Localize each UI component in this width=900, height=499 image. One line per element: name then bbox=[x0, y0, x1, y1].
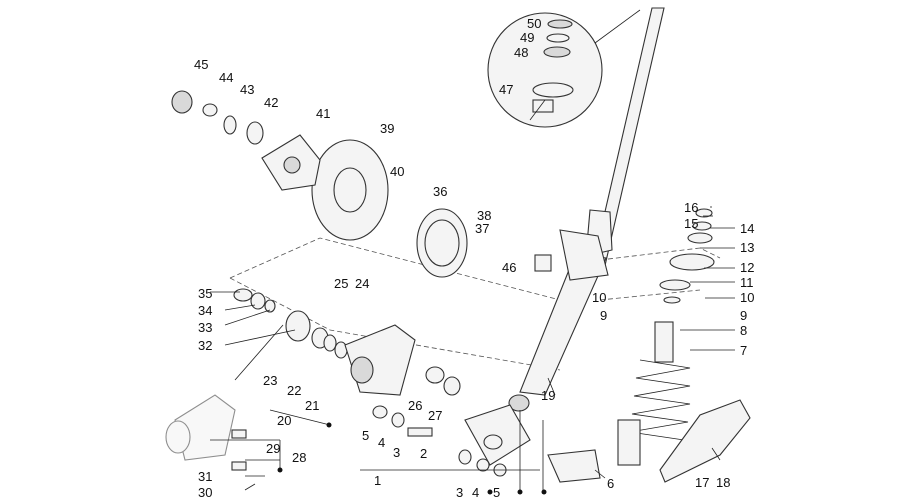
callout-19: 19 bbox=[541, 388, 555, 403]
reference-dots bbox=[277, 422, 547, 495]
callout-38: 38 bbox=[477, 208, 491, 223]
callout-37: 37 bbox=[475, 221, 489, 236]
callout-28: 28 bbox=[292, 450, 306, 465]
pivot-parts bbox=[372, 366, 507, 477]
callout-numbers: 1 2 3 4 5 6 7 8 9 10 11 12 13 14 15 16 1… bbox=[194, 16, 754, 499]
callout-20: 20 bbox=[277, 413, 291, 428]
callout-21: 21 bbox=[305, 398, 319, 413]
callout-5: 5 bbox=[362, 428, 369, 443]
callout-40: 40 bbox=[390, 164, 404, 179]
callout-35: 35 bbox=[198, 286, 212, 301]
caliper-carrier bbox=[344, 324, 416, 396]
speed-sensor bbox=[231, 429, 247, 471]
callout-42: 42 bbox=[264, 95, 278, 110]
callout-2: 2 bbox=[420, 446, 427, 461]
callout-3: 3 bbox=[393, 445, 400, 460]
steering-bearing-detail bbox=[487, 9, 641, 128]
callout-26: 26 bbox=[408, 398, 422, 413]
link-arm bbox=[464, 404, 531, 466]
callout-36: 36 bbox=[433, 184, 447, 199]
callout-11: 11 bbox=[740, 275, 754, 290]
callout-9: 9 bbox=[740, 308, 747, 323]
brake-caliper bbox=[165, 394, 236, 461]
callout-15: 15 bbox=[684, 216, 698, 231]
tone-wheel bbox=[416, 208, 468, 278]
callout-leaders bbox=[210, 99, 735, 492]
callout-50: 50 bbox=[527, 16, 541, 31]
callout-45: 45 bbox=[194, 57, 208, 72]
callout-46: 46 bbox=[502, 260, 516, 275]
callout-3-lower: 3 bbox=[456, 485, 463, 499]
callout-29: 29 bbox=[266, 441, 280, 456]
bump-stop bbox=[534, 254, 552, 272]
callout-22: 22 bbox=[287, 383, 301, 398]
callout-33: 33 bbox=[198, 320, 212, 335]
callout-6: 6 bbox=[607, 476, 614, 491]
callout-34: 34 bbox=[198, 303, 212, 318]
callout-4-lower: 4 bbox=[472, 485, 479, 499]
callout-43: 43 bbox=[240, 82, 254, 97]
callout-41: 41 bbox=[316, 106, 330, 121]
assembly-dashed-outlines bbox=[229, 237, 721, 371]
shock-absorber bbox=[617, 321, 691, 466]
brake-disc bbox=[311, 139, 389, 241]
callout-13: 13 bbox=[740, 240, 754, 255]
callout-44: 44 bbox=[219, 70, 233, 85]
callout-8: 8 bbox=[740, 323, 747, 338]
callout-10: 10 bbox=[740, 290, 754, 305]
callout-9-left: 9 bbox=[600, 308, 607, 323]
callout-1: 1 bbox=[374, 473, 381, 488]
callout-10-left: 10 bbox=[592, 290, 606, 305]
shock-cover bbox=[659, 399, 751, 483]
dust-boot bbox=[547, 449, 601, 483]
wheel-hub bbox=[171, 90, 321, 191]
callout-12: 12 bbox=[740, 260, 754, 275]
callout-16: 16 bbox=[684, 200, 698, 215]
seals-row bbox=[233, 288, 348, 359]
callout-47: 47 bbox=[499, 82, 513, 97]
callout-23: 23 bbox=[263, 373, 277, 388]
callout-39: 39 bbox=[380, 121, 394, 136]
callout-25: 25 bbox=[334, 276, 348, 291]
callout-5-lower: 5 bbox=[493, 485, 500, 499]
callout-14: 14 bbox=[740, 221, 754, 236]
callout-18: 18 bbox=[716, 475, 730, 490]
callout-4: 4 bbox=[378, 435, 385, 450]
callout-30: 30 bbox=[198, 485, 212, 499]
callout-17: 17 bbox=[695, 475, 709, 490]
callout-49: 49 bbox=[520, 30, 534, 45]
callout-31: 31 bbox=[198, 469, 212, 484]
shock-top-mount bbox=[659, 208, 715, 304]
callout-32: 32 bbox=[198, 338, 212, 353]
callout-7: 7 bbox=[740, 343, 747, 358]
callout-27: 27 bbox=[428, 408, 442, 423]
fork-tube bbox=[508, 7, 665, 412]
callout-24: 24 bbox=[355, 276, 369, 291]
callout-48: 48 bbox=[514, 45, 528, 60]
